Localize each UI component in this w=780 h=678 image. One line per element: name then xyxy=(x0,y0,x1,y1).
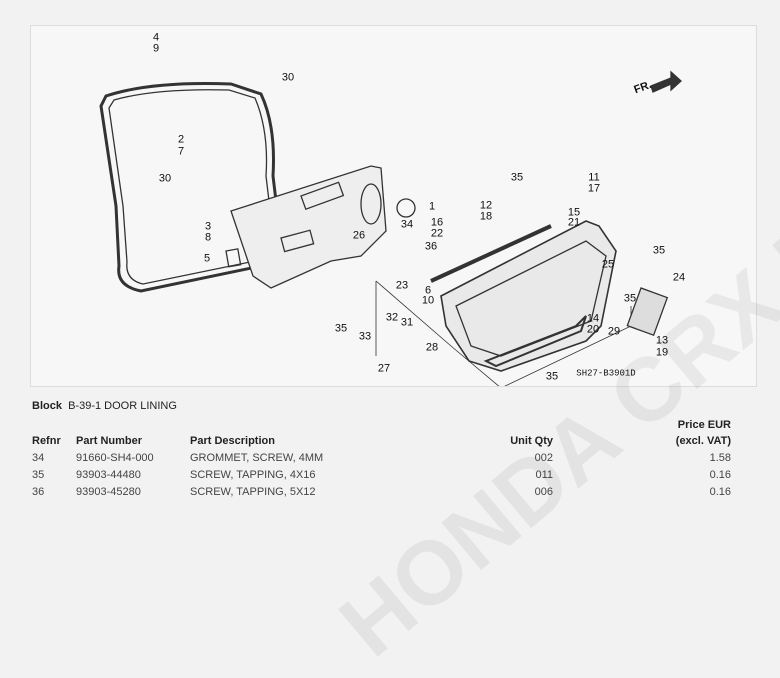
block-title: Block B-39-1 DOOR LINING xyxy=(32,400,177,412)
callout-number: 29 xyxy=(607,325,621,338)
header-qty: Unit Qty xyxy=(510,435,553,447)
callout-number: 14 xyxy=(586,312,600,325)
callout-number: 36 xyxy=(424,240,438,253)
callout-number: 27 xyxy=(377,362,391,375)
callout-number: 3 xyxy=(204,220,212,233)
callout-number: 22 xyxy=(430,227,444,240)
callout-number: 34 xyxy=(400,218,414,231)
callout-number: 23 xyxy=(395,279,409,292)
callout-number: 26 xyxy=(352,229,366,242)
cell-qty: 002 xyxy=(534,452,553,464)
cell-qty: 011 xyxy=(535,469,553,481)
callout-number: 21 xyxy=(567,216,581,229)
diagram-code: SH27-B3901D xyxy=(576,368,636,379)
callout-number: 35 xyxy=(652,244,666,257)
header-description: Part Description xyxy=(190,435,275,447)
cell-refnr: 34 xyxy=(32,452,45,464)
block-label: Block xyxy=(32,400,62,412)
callout-number: 5 xyxy=(203,252,211,265)
header-part-number: Part Number xyxy=(76,435,143,447)
cell-description: SCREW, TAPPING, 5X12 xyxy=(190,486,316,498)
callout-number: 19 xyxy=(655,346,669,359)
door-lining-drawing xyxy=(99,70,682,386)
callout-number: 25 xyxy=(601,258,615,271)
callout-number: 35 xyxy=(510,171,524,184)
cell-price: 0.16 xyxy=(709,486,731,498)
callout-number: 12 xyxy=(479,199,493,212)
cell-part-number[interactable]: 93903-45280 xyxy=(76,486,141,498)
callout-number: 16 xyxy=(430,216,444,229)
callout-number: 31 xyxy=(400,316,414,329)
cell-price: 1.58 xyxy=(709,452,731,464)
header-price-line2: (excl. VAT) xyxy=(675,435,731,447)
callout-number: 35 xyxy=(623,292,637,305)
cell-refnr: 35 xyxy=(32,469,45,481)
header-price-line1: Price EUR xyxy=(677,419,731,431)
cell-refnr: 36 xyxy=(32,486,45,498)
callout-number: 32 xyxy=(385,311,399,324)
callout-number: 9 xyxy=(152,42,160,55)
callout-number: 1 xyxy=(428,200,436,213)
callout-number: 33 xyxy=(358,330,372,343)
callout-number: 30 xyxy=(158,172,172,185)
callout-number: 11 xyxy=(588,171,600,184)
cell-price: 0.16 xyxy=(709,469,731,481)
cell-description: SCREW, TAPPING, 4X16 xyxy=(190,469,316,481)
callout-number: 17 xyxy=(587,182,601,195)
callout-number: 30 xyxy=(281,71,295,84)
callout-number: 6 xyxy=(424,284,432,297)
callout-number: 10 xyxy=(421,294,435,307)
cell-part-number[interactable]: 93903-44480 xyxy=(76,469,141,481)
callout-number: 8 xyxy=(204,231,212,244)
callout-number: 13 xyxy=(655,334,669,347)
callout-number: 20 xyxy=(586,323,600,336)
callout-number: 18 xyxy=(479,210,493,223)
callout-number: 24 xyxy=(672,271,686,284)
callout-number: 2 xyxy=(177,133,185,146)
block-value: B-39-1 DOOR LINING xyxy=(68,400,177,412)
cell-qty: 006 xyxy=(534,486,553,498)
callout-number: 15 xyxy=(567,206,581,219)
cell-part-number[interactable]: 91660-SH4-000 xyxy=(76,452,154,464)
callout-number: 4 xyxy=(152,31,160,44)
callout-number: 7 xyxy=(177,145,185,158)
callout-number: 35 xyxy=(545,370,559,383)
callout-number: 35 xyxy=(334,322,348,335)
callout-number: 28 xyxy=(425,341,439,354)
cell-description: GROMMET, SCREW, 4MM xyxy=(190,452,324,464)
header-refnr: Refnr xyxy=(32,435,61,447)
